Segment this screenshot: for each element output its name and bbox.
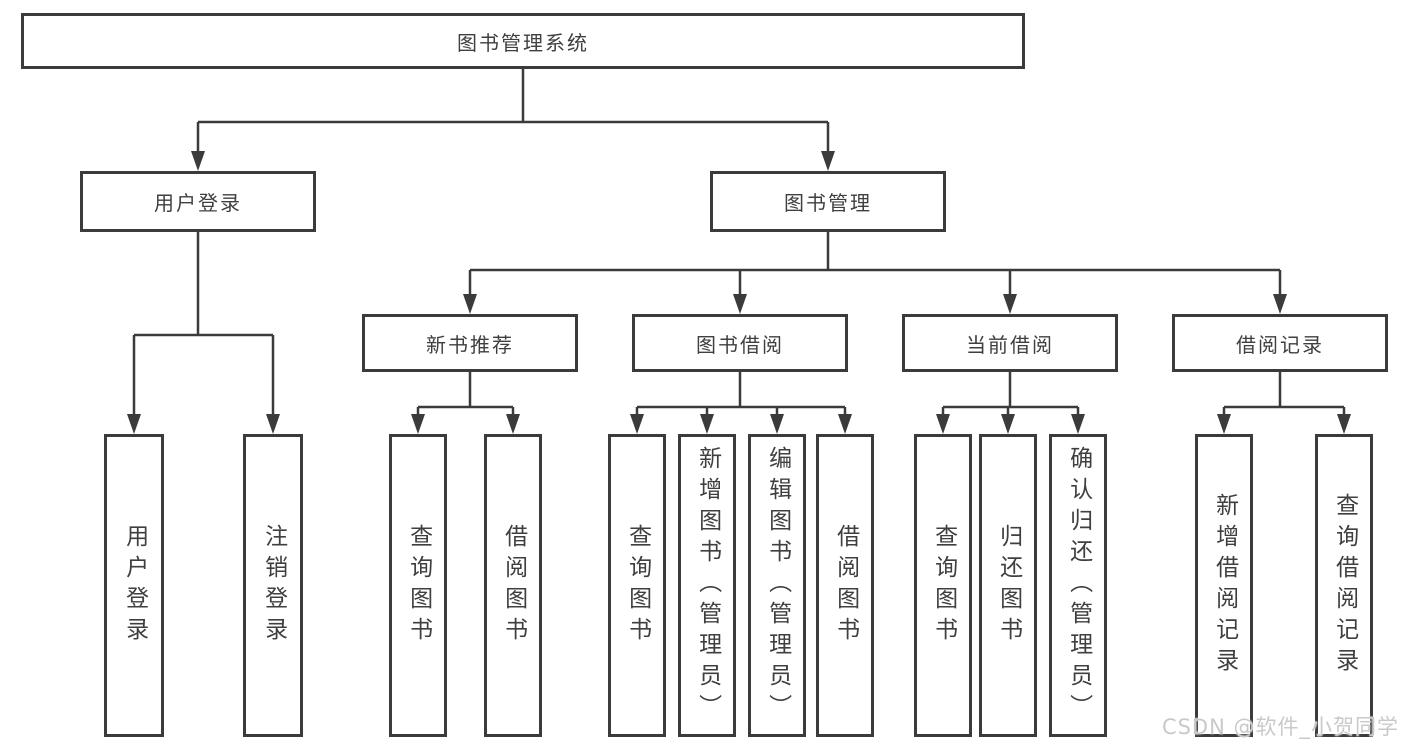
leaf-edit-books-admin: 编辑图书（管理员） — [748, 434, 806, 737]
leaf-user-login: 用户登录 — [104, 434, 164, 737]
leaf-add-books-admin: 新增图书（管理员） — [678, 434, 736, 737]
leaf-return-books: 归还图书 — [979, 434, 1037, 737]
leaf-confirm-return-admin: 确认归还（管理员） — [1049, 434, 1107, 737]
leaf-query-books: 查询图书 — [389, 434, 447, 737]
leaf-borrow-books-2: 借阅图书 — [816, 434, 874, 737]
node-book-borrow: 图书借阅 — [632, 314, 848, 372]
leaf-add-borrow-record: 新增借阅记录 — [1195, 434, 1253, 737]
leaf-borrow-books: 借阅图书 — [484, 434, 542, 737]
watermark: CSDN @软件_小贺同学 — [1161, 715, 1399, 739]
node-user-login: 用户登录 — [80, 171, 316, 232]
leaf-query-borrow-record: 查询借阅记录 — [1315, 434, 1373, 737]
node-current-borrow: 当前借阅 — [902, 314, 1118, 372]
node-root: 图书管理系统 — [21, 13, 1025, 69]
node-borrow-records: 借阅记录 — [1172, 314, 1388, 372]
leaf-query-books-3: 查询图书 — [914, 434, 972, 737]
leaf-logout: 注销登录 — [243, 434, 303, 737]
leaf-query-books-2: 查询图书 — [608, 434, 666, 737]
node-book-management: 图书管理 — [710, 171, 946, 232]
node-new-book-recommend: 新书推荐 — [362, 314, 578, 372]
